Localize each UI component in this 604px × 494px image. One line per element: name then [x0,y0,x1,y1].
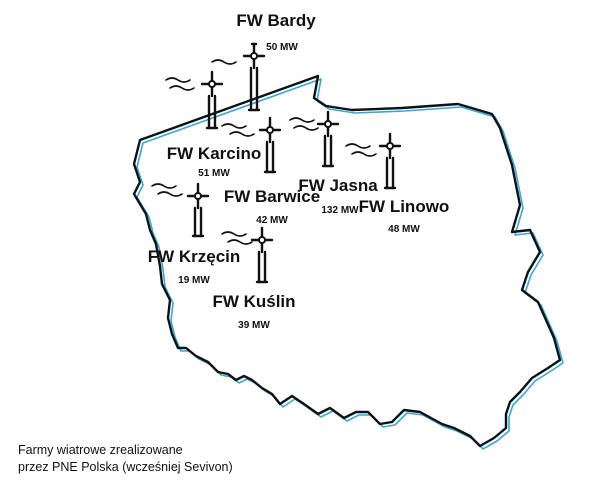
farm-power-karcino: 51 MW [198,168,230,179]
turbine-icon [250,226,274,284]
farm-label-karcino: FW Karcino 51 MW [167,144,261,179]
farm-name-jasna: FW Jasna [298,176,378,195]
farm-label-krzecin: FW Krzęcin 19 MW [148,247,241,286]
farm-name-barwice: FW Barwice [224,187,320,206]
farm-power-kuslin: 39 MW [238,320,270,331]
caption-line-2: przez PNE Polska (wcześniej Sevivon) [18,460,233,474]
farm-power-linowo: 48 MW [388,224,420,235]
farm-label-kuslin: FW Kuślin 39 MW [212,292,295,331]
turbine-icon [378,132,402,190]
turbine-icon [200,70,224,130]
turbine-icon [316,110,340,168]
farm-label-barwice: FW Barwice 42 MW [224,187,320,226]
farm-power-krzecin: 19 MW [178,275,210,286]
farm-name-karcino: FW Karcino [167,144,261,163]
farm-label-jasna: FW Jasna 132 MW [298,176,378,216]
farm-power-barwice: 42 MW [256,215,288,226]
farm-power-jasna: 132 MW [321,205,359,216]
turbine-icon [242,42,266,112]
farm-name-krzecin: FW Krzęcin [148,247,241,266]
map-caption: Farmy wiatrowe zrealizowane przez PNE Po… [18,442,233,476]
caption-line-1: Farmy wiatrowe zrealizowane [18,443,183,457]
farm-name-linowo: FW Linowo [359,197,450,216]
turbine-icon [186,182,210,238]
farm-label-bardy: FW Bardy 50 MW [236,11,316,53]
farm-power-bardy: 50 MW [266,42,298,53]
farm-label-linowo: FW Linowo 48 MW [359,197,450,235]
border-outline-black [132,74,562,448]
farm-name-bardy: FW Bardy [236,11,316,30]
turbine-icon [258,116,282,174]
wind-lines-icon [151,59,377,245]
farm-name-kuslin: FW Kuślin [212,292,295,311]
